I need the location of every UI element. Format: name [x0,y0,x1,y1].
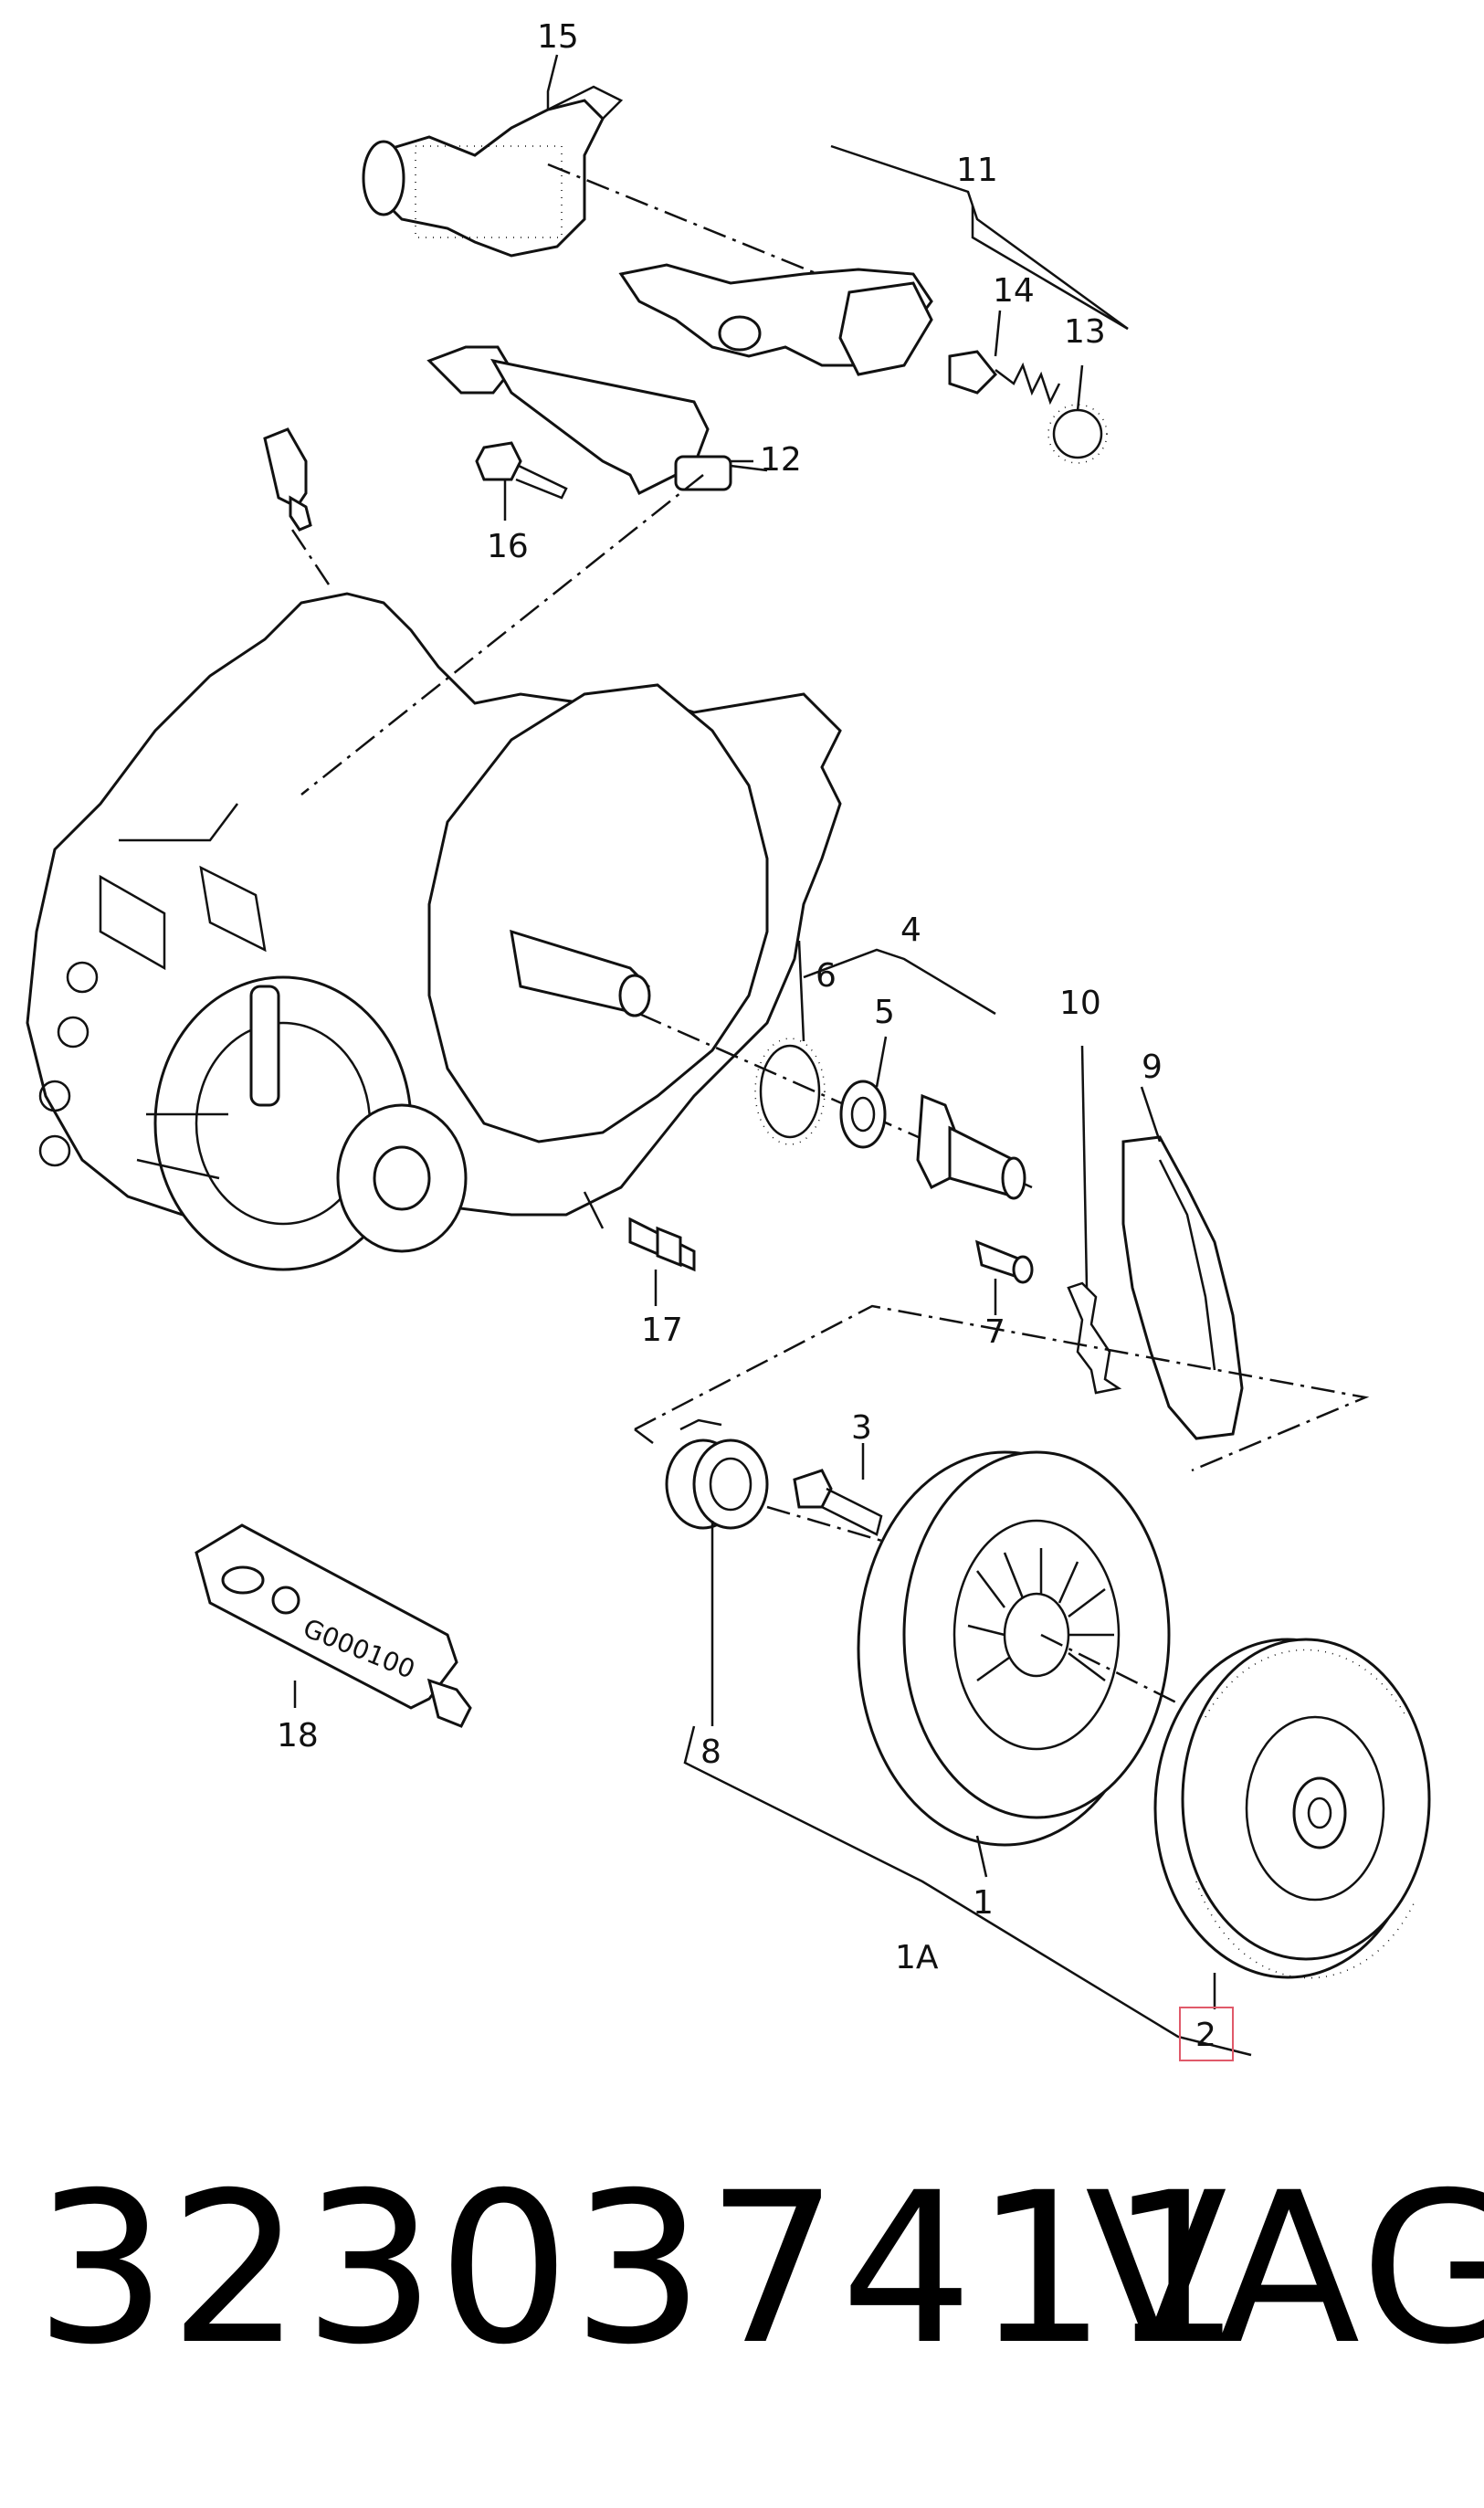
guide-sleeve-12 [426,345,768,496]
seal-5 [839,1080,887,1149]
callout-2: 2 [1195,2017,1216,2054]
footer: 323037411 VAG [0,2155,1484,2429]
bolt-3 [793,1469,883,1536]
slave-cylinder-15 [362,85,624,258]
callout-11: 11 [956,152,998,189]
callout-8: 8 [700,1733,721,1771]
callout-3: 3 [851,1409,872,1447]
callout-5: 5 [874,994,895,1031]
spring-14 [948,350,1061,406]
bolt-16 [475,441,568,500]
stud-17 [583,1191,696,1272]
callout-4: 4 [900,912,921,949]
part-number: 323037411 [35,2147,1244,2390]
callout-16: 16 [487,528,529,565]
release-lever-11 [618,144,1129,376]
pressure-plate-1 [857,1450,1171,1847]
clutch-plate-2 [1153,1638,1431,1979]
circlip-13 [1047,404,1108,464]
callout-15: 15 [537,18,579,56]
callout-14: 14 [993,272,1035,310]
gearbox-housing [26,592,842,1271]
brand-name: VAG [1085,2147,1484,2390]
gasket-6 [754,1038,826,1145]
guide-sleeve-4 [916,1093,1026,1200]
highlight-box [1179,2007,1234,2061]
callout-1a: 1A [895,1939,939,1976]
callout-10: 10 [1059,985,1101,1022]
callout-7: 7 [984,1313,1005,1351]
bolt-7 [974,1239,1034,1284]
callout-18: 18 [277,1717,319,1755]
callout-12: 12 [760,441,802,479]
clip-10 [1067,1281,1122,1395]
highlighted-callout-2[interactable]: 2 [1179,2007,1234,2061]
callout-9: 9 [1142,1049,1163,1086]
callout-6: 6 [816,957,837,995]
callout-17: 17 [641,1312,683,1349]
release-bearing-8 [665,1418,769,1530]
callout-1: 1 [973,1884,994,1922]
sender-switch [263,427,312,532]
callout-13: 13 [1064,313,1106,351]
grease-tube-18: G000100 [195,1523,472,1728]
guard-plate-9 [1121,1135,1244,1440]
leader-lines [293,54,1252,2057]
